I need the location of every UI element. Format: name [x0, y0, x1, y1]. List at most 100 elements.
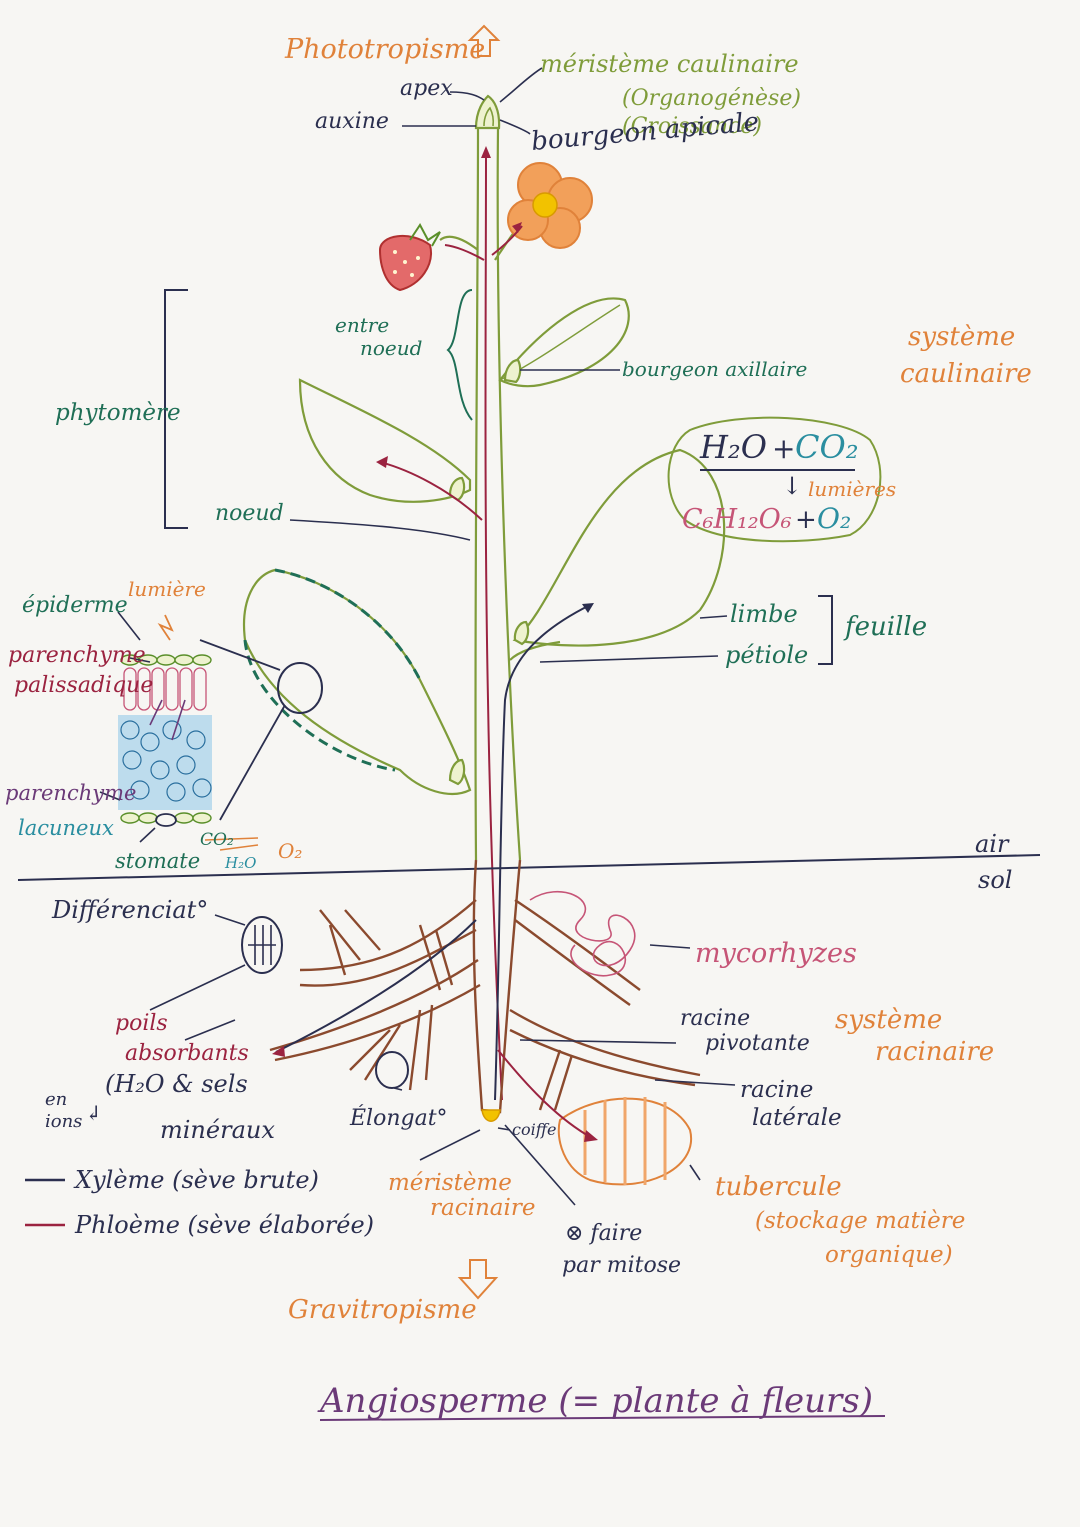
- phloem-to-fruit: [444, 244, 485, 261]
- label-en: en: [45, 1089, 67, 1110]
- label-sol: sol: [978, 866, 1012, 894]
- label-gravitropisme: Gravitropisme: [288, 1295, 477, 1325]
- leaf-left-lower: [242, 568, 472, 795]
- label-systeme-racinaire-2: racinaire: [875, 1037, 994, 1067]
- label-systeme-caulinaire-1: système: [908, 322, 1015, 352]
- axillary-bud-middle: [513, 620, 530, 646]
- label-parenchyme-palissadique-2: palissadique: [14, 673, 153, 698]
- label-phototropisme: Phototropisme: [284, 34, 485, 65]
- leaf-cut-edge: [243, 639, 396, 772]
- feuille-brace: [818, 595, 833, 665]
- eq-arrow: ↓: [782, 472, 802, 500]
- mycorrhizae: [529, 890, 636, 977]
- label-bourgeon-axillaire: bourgeon axillaire: [622, 357, 807, 381]
- label-differenciation: Différenciat°: [51, 896, 208, 924]
- label-entre: entre: [335, 313, 389, 337]
- label-o2-leaf: O₂: [278, 839, 302, 863]
- label-noeud: noeud: [215, 501, 284, 526]
- eq-lumieres: lumières: [808, 477, 896, 501]
- differentiation-zone: [241, 916, 283, 974]
- eq-o2: O₂: [817, 502, 851, 535]
- label-racine-laterale-1: racine: [740, 1077, 813, 1103]
- label-ions: ions: [45, 1111, 82, 1132]
- label-lumiere: lumière: [128, 577, 206, 601]
- photosynthesis-bubble: [667, 416, 882, 543]
- label-elongation: Élongat°: [349, 1104, 448, 1131]
- label-h2o-sels: (H₂O & sels: [105, 1070, 248, 1098]
- xylem-flow-stem: [494, 604, 591, 1101]
- root-cap: [481, 1109, 501, 1122]
- label-meristeme-racinaire-1: méristème: [388, 1170, 512, 1196]
- label-epiderme: épiderme: [22, 593, 128, 618]
- gravitropism-arrow-icon: [457, 1259, 499, 1300]
- legend-phloem-label: Phloème (sève élaborée): [74, 1211, 374, 1239]
- elongation-zone: [375, 1051, 409, 1089]
- label-stockage-2: organique): [825, 1242, 953, 1268]
- label-h2o-leaf: H₂O: [224, 854, 256, 872]
- label-mitose-1: ⊗ faire: [565, 1221, 642, 1246]
- leaf-cut-edge-top: [274, 568, 422, 681]
- label-meristeme-racinaire-2: racinaire: [430, 1195, 535, 1221]
- tuber: [557, 1097, 693, 1186]
- label-poils-1: poils: [115, 1011, 168, 1036]
- label-croissance: (Croissance): [622, 114, 762, 139]
- stomata-opening: [155, 813, 177, 827]
- label-coiffe: coiffe: [512, 1120, 557, 1139]
- label-apex: apex: [400, 76, 453, 101]
- label-racine-pivotante-2: pivotante: [705, 1031, 810, 1056]
- label-limbe: limbe: [730, 600, 798, 628]
- label-mycorhyzes: mycorhyzes: [695, 938, 857, 969]
- label-phytomere: phytomère: [55, 400, 181, 426]
- sap-arrow-heads: [376, 146, 522, 468]
- ground-line: [17, 854, 1041, 881]
- leaf-cross-section: [118, 614, 259, 851]
- label-mitose-2: par mitose: [562, 1253, 681, 1278]
- entre-noeud-brace: [446, 289, 473, 421]
- lateral-root-right-upper: [514, 899, 641, 1006]
- label-organogenese: (Organogénèse): [622, 86, 801, 111]
- lateral-root-left-upper: [299, 899, 477, 987]
- label-stomate: stomate: [115, 849, 200, 873]
- label-co2-leaf: CO₂: [200, 830, 234, 850]
- axillary-bud-lower: [448, 758, 466, 786]
- label-noeud-inter: noeud: [360, 336, 422, 360]
- eq-plus-1: +: [772, 432, 795, 465]
- label-air: air: [975, 830, 1010, 858]
- page-title: Angiosperme (= plante à fleurs): [317, 1381, 873, 1421]
- label-tubercule: tubercule: [715, 1172, 842, 1202]
- eq-h2o: H₂O: [699, 428, 767, 466]
- label-poils-2: absorbants: [125, 1041, 249, 1066]
- phloem-flow-stem: [484, 149, 503, 1101]
- leaf-right-middle: [512, 448, 726, 647]
- eq-co2: CO₂: [795, 428, 859, 466]
- zoom-lines: [199, 639, 286, 821]
- fruit-branch: [439, 235, 479, 251]
- phloem-to-leaf: [379, 461, 483, 521]
- label-feuille: feuille: [843, 612, 927, 642]
- leaf-left-upper: [298, 378, 472, 503]
- lateral-root-right-lower: [509, 1008, 701, 1087]
- legend-xylem-label: Xylème (sève brute): [73, 1166, 319, 1194]
- label-meristeme-caulinaire: méristème caulinaire: [540, 50, 799, 78]
- label-parenchyme-lacuneux-1: parenchyme: [5, 781, 136, 805]
- title-underline: [319, 1415, 886, 1421]
- xylem-flow-root: [275, 919, 477, 1053]
- axillary-bud-node: [448, 476, 466, 502]
- label-stockage-1: (stockage matière: [755, 1208, 965, 1234]
- eq-plus-2: +: [795, 505, 817, 535]
- leaf-upper-right: [498, 297, 630, 388]
- phototropism-arrow-icon: [467, 24, 501, 57]
- label-systeme-racinaire-1: système: [835, 1005, 942, 1035]
- phloem-to-flower: [491, 225, 523, 256]
- strawberry-fruit: [378, 223, 441, 292]
- axillary-bud-upper: [503, 358, 522, 384]
- leader-lines: [99, 67, 736, 1206]
- petiole: [509, 640, 561, 661]
- label-mineraux: minéraux: [160, 1116, 275, 1144]
- label-auxine: auxine: [315, 109, 389, 134]
- phloem-flow-root: [497, 1049, 593, 1139]
- label-parenchyme-palissadique-1: parenchyme: [8, 643, 146, 668]
- zoom-circle: [277, 662, 323, 714]
